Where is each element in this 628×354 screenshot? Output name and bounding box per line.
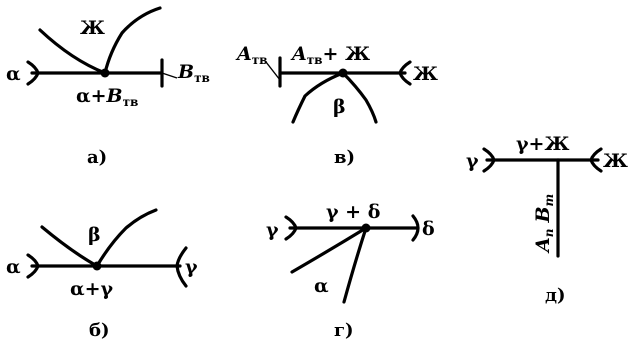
diagram-v-left-label: Aтв <box>235 43 268 67</box>
diagram-b-right-arrowhead <box>175 246 188 288</box>
diagram-a-phase-top: Ж <box>80 17 105 39</box>
diagram-b-left-curve <box>40 225 99 268</box>
diagram-d-phase-left: γ <box>466 150 479 172</box>
diagram-a-left-arrowhead <box>26 60 40 86</box>
diagram-g-phase-right: δ <box>422 218 435 240</box>
diagram-d-vertical-label: AnBm <box>532 194 556 254</box>
diagram-b: α β γ α+γ б) <box>6 208 198 341</box>
diagram-b-phase-left: α <box>6 256 21 278</box>
diagram-b-node-label: α+γ <box>70 278 114 300</box>
diagram-b-left-arrowhead <box>26 253 40 279</box>
diagram-d-phase-right: Ж <box>603 150 628 172</box>
diagram-g-caption: г) <box>334 320 354 341</box>
diagram-d: γ γ+Ж Ж AnBm д) <box>466 133 628 306</box>
diagram-b-node <box>92 261 102 271</box>
diagram-v-right-curve <box>341 71 378 124</box>
diagram-b-phase-right: γ <box>185 256 198 278</box>
diagram-a-right-label: Bтв <box>177 61 210 85</box>
diagram-g-right-curve <box>342 226 368 304</box>
diagram-a-caption: а) <box>87 147 107 168</box>
diagram-g-node <box>361 223 371 233</box>
diagram-d-node-label: γ+Ж <box>516 133 569 155</box>
diagram-d-caption: д) <box>545 285 566 306</box>
diagram-d-right-arrowhead <box>589 147 603 173</box>
diagram-b-caption: б) <box>89 320 110 341</box>
diagram-d-left-arrowhead <box>482 147 496 173</box>
diagram-g-left-arrowhead <box>284 215 298 241</box>
diagram-a: α Ж α+Bтв Bтв а) <box>6 6 210 168</box>
diagram-b-phase-top: β <box>88 224 101 246</box>
diagram-g-right-arrowhead <box>411 214 420 242</box>
diagram-g-phase-left: γ <box>266 219 279 241</box>
diagram-v-node-label: Aтв+ Ж <box>290 43 370 67</box>
diagram-a-right-curve <box>103 6 162 75</box>
diagram-g-phase-bottom: α <box>314 275 329 297</box>
diagram-g-left-curve <box>290 226 368 274</box>
diagram-v-left-curve <box>291 71 345 124</box>
diagram-v-phase-right: Ж <box>413 63 438 85</box>
diagram-v-leader-line <box>265 61 281 81</box>
diagram-v-caption: в) <box>334 147 355 168</box>
diagram-a-node <box>100 68 110 78</box>
diagram-v-right-arrowhead <box>398 60 412 86</box>
diagram-a-left-curve <box>38 28 107 75</box>
diagram-a-phase-left: α <box>6 63 21 85</box>
diagram-v-node <box>338 68 348 78</box>
diagram-v-phase-bottom: β <box>333 96 346 118</box>
diagram-v: Aтв Aтв+ Ж Ж β в) <box>235 43 438 168</box>
diagram-g-node-label: γ + δ <box>326 201 380 223</box>
diagram-a-leader-line <box>161 72 178 79</box>
diagram-a-node-label: α+Bтв <box>76 85 138 109</box>
diagram-b-right-curve <box>95 208 158 268</box>
diagram-g: γ γ + δ δ α г) <box>266 201 435 341</box>
